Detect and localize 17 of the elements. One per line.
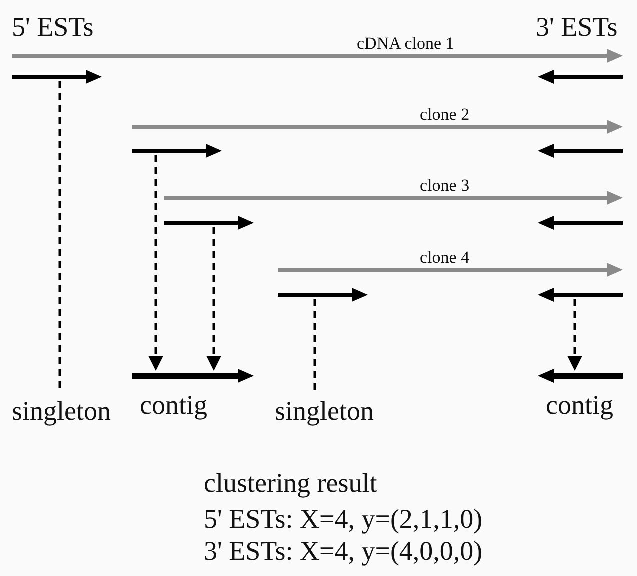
text-label: 3' ESTs: X=4, y=(4,0,0,0): [204, 538, 483, 565]
arrow: [148, 155, 164, 371]
connector-line: [314, 299, 316, 392]
node-caption: contig: [140, 392, 208, 419]
clone-label: cDNA clone 1: [357, 35, 454, 52]
text-label: 5' ESTs: X=4, y=(2,1,1,0): [204, 506, 483, 533]
arrow: [206, 227, 222, 371]
clone-label: clone 4: [420, 249, 470, 266]
arrow: [568, 299, 582, 371]
node-label: singleton: [12, 398, 111, 425]
node-label: singleton: [275, 398, 374, 425]
clone-label: clone 2: [420, 106, 470, 123]
clone-label: clone 3: [420, 177, 470, 194]
node-caption: contig: [546, 392, 614, 419]
text-label: 3' ESTs: [536, 14, 618, 41]
text-label: clustering result: [204, 470, 378, 497]
text-label: 5' ESTs: [12, 14, 94, 41]
